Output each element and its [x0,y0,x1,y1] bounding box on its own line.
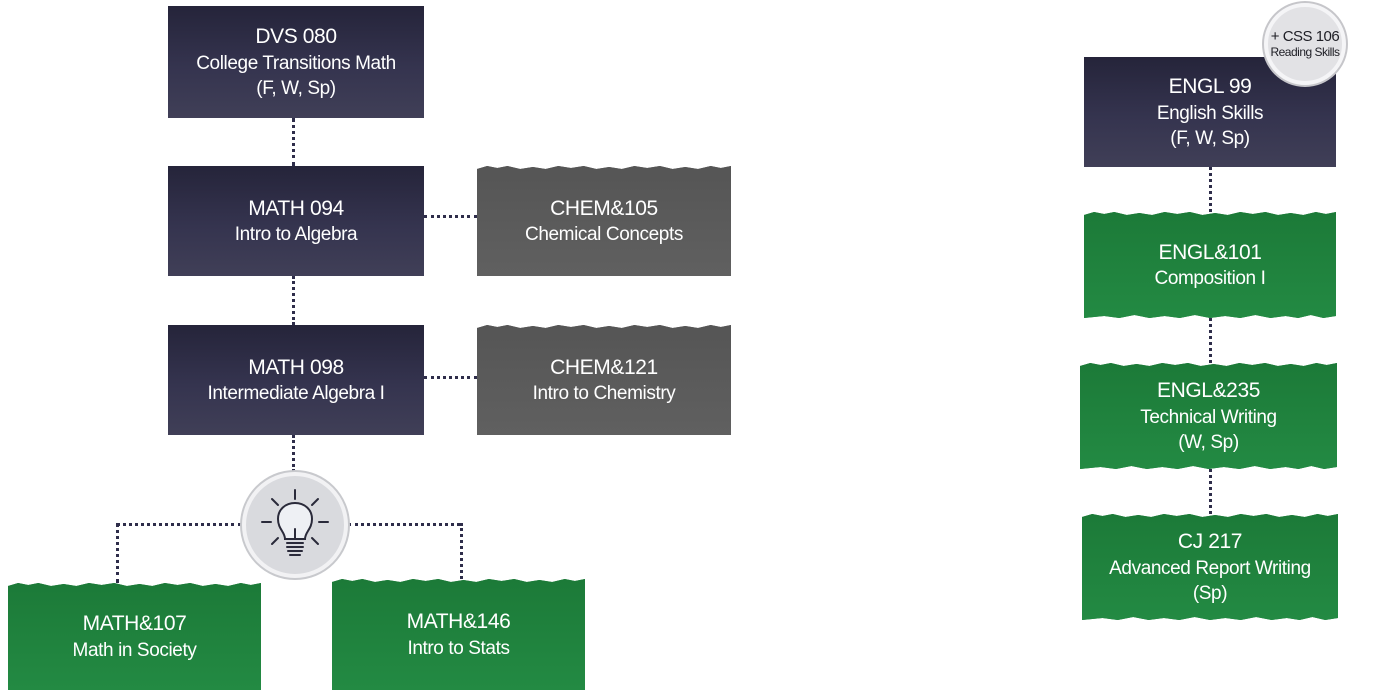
decision-circle [242,472,348,578]
course-box-chem105: CHEM&105 Chemical Concepts [477,166,731,276]
course-code: ENGL 99 [1168,75,1252,99]
course-box-engl101: ENGL&101 Composition I [1084,212,1336,318]
badge-line1: + CSS 106 [1270,28,1340,46]
course-terms: (W, Sp) [1178,431,1239,453]
connector-decision-right [348,523,460,526]
course-terms: (F, W, Sp) [1170,127,1250,149]
course-code: ENGL&101 [1158,240,1262,264]
course-box-engl235: ENGL&235 Technical Writing (W, Sp) [1080,363,1337,469]
course-code: MATH&107 [82,612,187,636]
course-code: CJ 217 [1177,530,1243,554]
connector-math098-chem121 [424,376,477,379]
course-box-math107: MATH&107 Math in Society [8,583,261,690]
connector-engl99-engl101 [1209,167,1212,212]
course-code: CHEM&105 [550,196,658,220]
course-title: Technical Writing [1140,406,1277,428]
connector-decision-math107 [116,523,119,583]
course-box-dvs080: DVS 080 College Transitions Math (F, W, … [168,6,424,118]
course-box-math094: MATH 094 Intro to Algebra [168,166,424,276]
course-title: Advanced Report Writing [1109,557,1311,579]
course-title: Intro to Chemistry [532,383,676,405]
course-code: MATH 098 [248,355,344,379]
course-code: DVS 080 [255,25,337,49]
connector-engl235-cj217 [1209,469,1212,514]
course-code: CHEM&121 [550,355,658,379]
badge-line2: Reading Skills [1270,45,1340,60]
course-terms: (F, W, Sp) [256,77,336,99]
course-title: Math in Society [72,639,197,661]
course-box-math146: MATH&146 Intro to Stats [332,579,585,690]
course-title: College Transitions Math [196,52,396,74]
course-box-math098: MATH 098 Intermediate Algebra I [168,325,424,435]
lightbulb-icon [261,489,329,556]
course-box-chem121: CHEM&121 Intro to Chemistry [477,325,731,435]
connector-math098-decision [292,435,295,472]
course-terms: (Sp) [1192,582,1228,604]
course-title: Composition I [1154,268,1266,290]
course-title: Intro to Algebra [234,224,358,246]
connector-decision-math146 [460,523,463,579]
connector-engl101-engl235 [1209,318,1212,363]
course-code: MATH 094 [248,196,344,220]
connector-decision-left [116,523,242,526]
course-title: Intermediate Algebra I [207,383,385,405]
connector-dvs080-math094 [292,118,295,166]
connector-math094-math098 [292,276,295,325]
course-title: English Skills [1156,102,1264,124]
course-code: MATH&146 [406,610,511,634]
course-title: Intro to Stats [407,637,510,659]
connector-math094-chem105 [424,215,477,218]
course-title: Chemical Concepts [525,224,683,246]
course-code: ENGL&235 [1156,379,1261,403]
course-box-cj217: CJ 217 Advanced Report Writing (Sp) [1082,514,1338,620]
reading-skills-badge: + CSS 106 Reading Skills [1264,3,1346,85]
